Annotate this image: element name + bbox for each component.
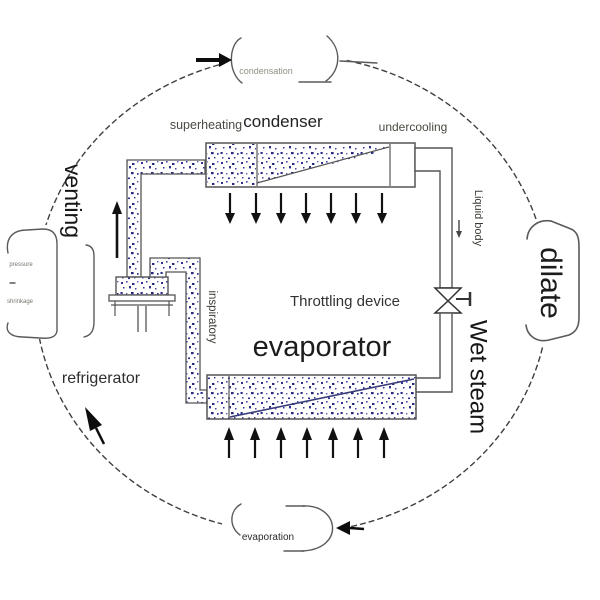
- flow-arrow-up: [112, 201, 122, 258]
- station-evaporation-label: evaporation: [242, 532, 294, 543]
- label-throttling-device: Throttling device: [290, 293, 400, 310]
- compressor: [108, 276, 176, 332]
- wet-steam-pipe: [414, 312, 453, 393]
- station-compression-label-2: shrinkage: [7, 299, 34, 305]
- station-condensation: [220, 33, 378, 86]
- station-condensation-label: condensation: [239, 66, 293, 76]
- label-venting: venting: [60, 164, 86, 238]
- label-inspiratory: inspiratory: [206, 290, 218, 343]
- label-condenser: condenser: [243, 112, 323, 131]
- station-compression-label-1: pressure: [9, 262, 33, 268]
- heat-out-arrows: [225, 193, 387, 224]
- cycle-arrow-bottom: [336, 521, 365, 535]
- label-liquid-body: Liquid body: [472, 190, 484, 247]
- station-evaporation: [222, 500, 350, 557]
- station-compression: [2, 225, 95, 339]
- throttle-valve: [433, 287, 472, 314]
- label-superheating: superheating: [170, 118, 242, 132]
- evaporator-box: [206, 374, 417, 420]
- cycle-arrow-left: [85, 407, 106, 445]
- label-undercooling: undercooling: [379, 120, 448, 134]
- liquid-pipe: [414, 147, 462, 289]
- label-wet-steam: Wet steam: [465, 320, 492, 434]
- condenser-box: [205, 142, 416, 188]
- cycle-arrow-top: [196, 53, 232, 67]
- heat-in-arrows: [224, 427, 389, 458]
- label-refrigerator: refrigerator: [62, 370, 141, 387]
- station-dilate-label: dilate: [534, 247, 567, 319]
- label-evaporator: evaporator: [253, 331, 392, 363]
- suction-pipe: [149, 257, 208, 404]
- station-dilate: [517, 219, 589, 345]
